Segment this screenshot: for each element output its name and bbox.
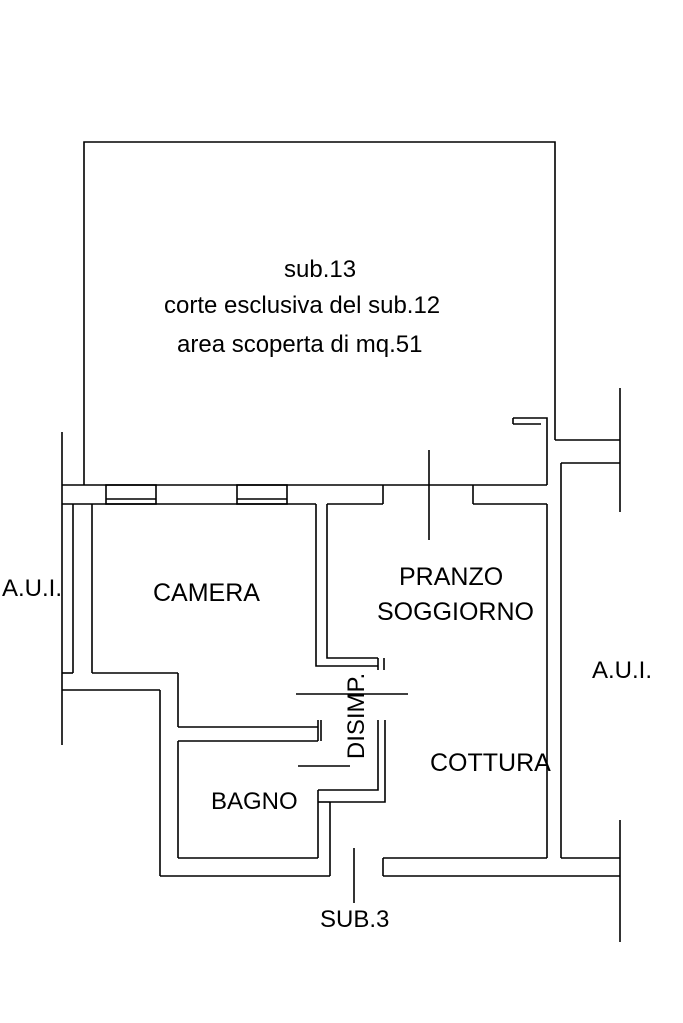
room-label-pranzo: PRANZO (399, 563, 504, 591)
room-label-disimp: DISIMP. (343, 672, 371, 760)
court-line-3: area scoperta di mq.51 (177, 331, 423, 358)
room-label-bagno: BAGNO (211, 788, 298, 815)
court-line-2: corte esclusiva del sub.12 (164, 292, 441, 319)
court-outline (83, 141, 621, 512)
west-wall (61, 432, 331, 877)
north-wall (62, 450, 547, 540)
central-walls (296, 504, 408, 903)
room-label-camera: CAMERA (153, 579, 260, 607)
east-wall (382, 463, 621, 942)
court-line-1: sub.13 (284, 256, 357, 283)
neighbor-label-sub3: SUB.3 (320, 906, 390, 933)
neighbor-label-aui-left: A.U.I. (2, 575, 63, 602)
room-label-cottura: COTTURA (430, 749, 551, 777)
room-label-soggiorno: SOGGIORNO (377, 598, 534, 626)
neighbor-label-aui-right: A.U.I. (592, 657, 653, 684)
